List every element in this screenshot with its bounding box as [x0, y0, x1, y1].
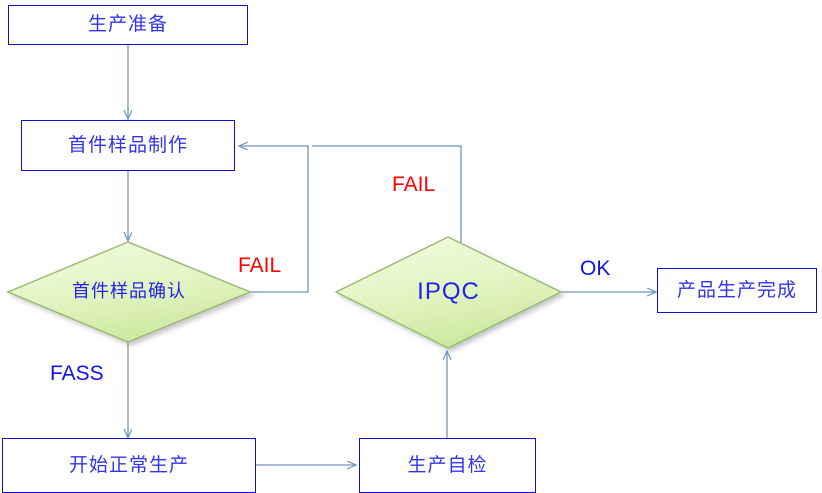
node-label: 产品生产完成 — [676, 279, 797, 301]
node-first-article-confirmation[interactable]: 首件样品确认 — [8, 242, 250, 342]
edge-ipqc-fail-to-sample — [312, 145, 462, 245]
node-label: 首件样品制作 — [67, 134, 188, 156]
node-first-article-sample-making[interactable]: 首件样品制作 — [21, 120, 235, 171]
node-label: 生产准备 — [87, 14, 168, 36]
node-ipqc[interactable]: IPQC — [336, 237, 561, 348]
node-product-production-complete[interactable]: 产品生产完成 — [657, 268, 817, 313]
edge-label-fass-confirm: FASS — [50, 362, 104, 385]
node-start-normal-production[interactable]: 开始正常生产 — [2, 438, 256, 493]
node-label: 生产自检 — [407, 454, 488, 476]
node-label: 开始正常生产 — [68, 454, 189, 476]
decision-ipqc-shape — [334, 236, 563, 349]
decision-confirm-shape — [6, 241, 252, 343]
edge-label-ok-ipqc: OK — [580, 257, 611, 280]
node-production-self-inspection[interactable]: 生产自检 — [359, 438, 536, 493]
node-label: IPQC — [417, 278, 480, 306]
node-label: 首件样品确认 — [72, 281, 186, 302]
node-production-preparation[interactable]: 生产准备 — [8, 5, 248, 45]
edge-confirm-fail-to-sample — [240, 146, 309, 293]
edge-label-fail-confirm: FAIL — [238, 254, 282, 277]
edge-label-fail-ipqc: FAIL — [392, 173, 436, 196]
